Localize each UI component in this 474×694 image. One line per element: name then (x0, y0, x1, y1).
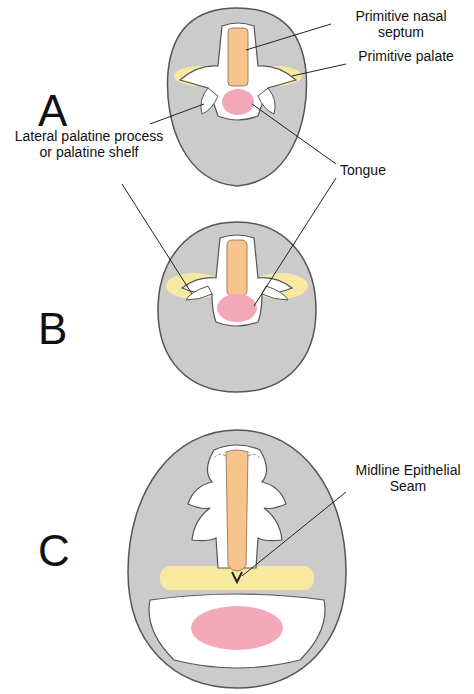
panel-letter: B (38, 304, 88, 355)
leader-lines (122, 24, 346, 576)
part-label: Tongue (340, 162, 420, 178)
panel-a-section (168, 8, 307, 186)
part-label: Midline Epithelial Seam (350, 462, 466, 494)
part-label: Primitive nasal septum (335, 8, 467, 40)
panel-letter: C (38, 526, 88, 577)
part-label: Lateral palatine process or palatine she… (14, 128, 164, 160)
part-label: Primitive palate (350, 48, 462, 64)
panel-c-section (128, 430, 346, 688)
panel-b-section (158, 222, 316, 392)
